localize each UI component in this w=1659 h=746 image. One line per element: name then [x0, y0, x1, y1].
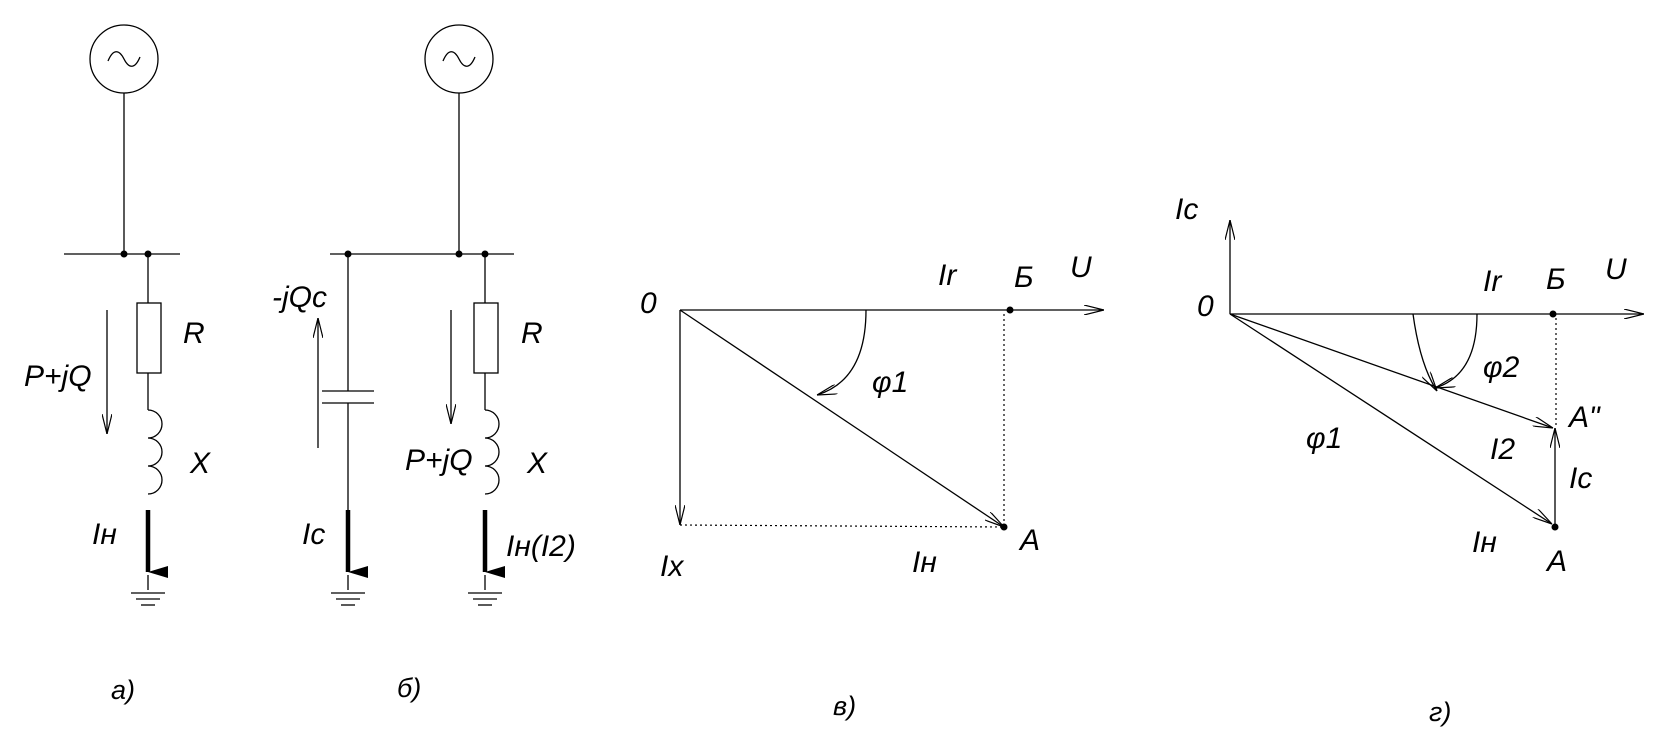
- caption-a: а): [111, 675, 135, 705]
- label-Ic-axis: Ic: [1175, 193, 1198, 226]
- label-phi1: φ1: [872, 366, 908, 399]
- label-I2: I2: [1490, 433, 1515, 466]
- label-load-current: Iн(I2): [506, 530, 576, 563]
- caption-b: б): [397, 673, 421, 703]
- load-current-vector: [1229, 313, 1552, 524]
- generator-symbol-a: [89, 24, 159, 94]
- label-load-current: Iн: [92, 518, 117, 551]
- generator-symbol-b: [424, 24, 494, 94]
- label-A: A: [1018, 524, 1040, 557]
- label-capacitor-power: -jQc: [272, 281, 327, 314]
- point-B-dot: [1006, 306, 1014, 314]
- panel-a: R P+jQ X Iн а): [24, 24, 211, 705]
- label-Ic: Ic: [1569, 462, 1592, 495]
- ground-symbol-a: [131, 592, 165, 606]
- resistor-b: [473, 302, 499, 374]
- junction-dot: [455, 250, 463, 258]
- label-In: Iн: [1472, 526, 1497, 559]
- label-In: Iн: [912, 546, 937, 579]
- label-phi1: φ1: [1306, 422, 1342, 455]
- label-X: X: [526, 447, 548, 480]
- label-U: U: [1605, 253, 1627, 286]
- label-Ir: Ir: [938, 259, 957, 292]
- label-B: Б: [1014, 261, 1034, 294]
- inductor-a: [147, 409, 163, 495]
- resistor-a: [136, 302, 162, 374]
- label-A: A: [1545, 545, 1567, 578]
- label-B: Б: [1546, 263, 1566, 296]
- projection-line: [679, 524, 1005, 528]
- compensated-current-vector: [1229, 313, 1553, 429]
- label-X: X: [189, 447, 211, 480]
- point-A-dot: [1000, 523, 1008, 531]
- junction-dot: [120, 250, 128, 258]
- angle-arc-phi1: [1412, 313, 1437, 391]
- label-power: P+jQ: [405, 444, 473, 477]
- label-R: R: [183, 317, 205, 350]
- panel-d: Ic 0 Ir Б U φ2 A" φ1 I2 Ic Iн A г): [1175, 193, 1644, 727]
- label-Ix: Ix: [660, 550, 684, 583]
- ground-symbol-b1: [331, 592, 365, 606]
- caption-d: г): [1429, 697, 1451, 727]
- label-A2: A": [1567, 401, 1601, 434]
- capacitor-b: [322, 390, 374, 404]
- point-B-dot: [1549, 310, 1557, 318]
- angle-arc-phi2: [1435, 313, 1478, 389]
- label-U: U: [1070, 251, 1092, 284]
- ground-symbol-b2: [468, 592, 502, 606]
- angle-arc-phi1: [817, 309, 867, 396]
- label-cap-current: Ic: [302, 518, 325, 551]
- label-Ir: Ir: [1483, 265, 1502, 298]
- label-R: R: [521, 317, 543, 350]
- label-origin: 0: [1197, 290, 1214, 323]
- inductor-b: [484, 409, 500, 495]
- load-current-vector: [679, 309, 1004, 527]
- label-power: P+jQ: [24, 360, 92, 393]
- panel-c: 0 Ir Б U φ1 A Ix Iн в): [640, 251, 1104, 721]
- panel-b: -jQc R P+jQ X Ic Iн(I2) б): [272, 24, 576, 703]
- caption-c: в): [833, 691, 856, 721]
- label-origin: 0: [640, 287, 657, 320]
- label-phi2: φ2: [1483, 351, 1520, 384]
